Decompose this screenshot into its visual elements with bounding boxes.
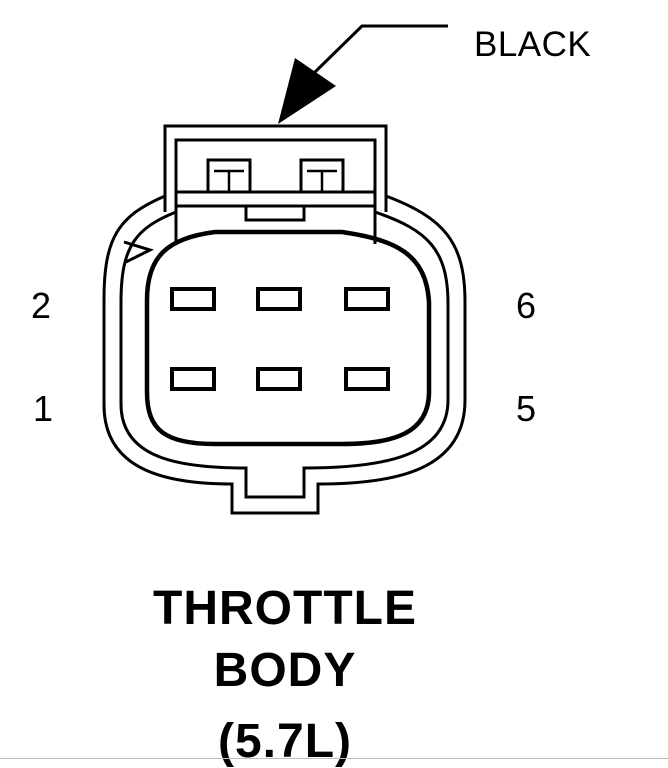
pin-terminal-1 (170, 367, 216, 391)
pin-terminal-5 (344, 367, 390, 391)
latch-housing-outer (163, 124, 388, 212)
pin-label-2: 2 (31, 285, 52, 326)
bottom-divider (0, 758, 668, 759)
connector-color-label: BLACK (474, 25, 592, 64)
connector-title-line-3: (5.7L) (217, 715, 352, 768)
callout-arrowhead (278, 58, 336, 124)
polarization-notch (123, 240, 155, 264)
pin-label-5: 5 (516, 388, 537, 429)
pin-terminal-6 (344, 287, 390, 311)
callout-leader-line (313, 24, 448, 74)
pin-cavity-face (144, 229, 432, 447)
pin-label-6: 6 (516, 285, 537, 326)
connector-body-outer (102, 194, 467, 515)
connector-body-inner (119, 210, 450, 499)
pin-terminal-2 (170, 287, 216, 311)
connector-title-line-2: BODY (213, 644, 357, 697)
pin-label-1: 1 (33, 388, 54, 429)
connector-title-line-1: THROTTLE (153, 582, 417, 635)
pin-terminal-3 (256, 367, 302, 391)
latch-center-slot (244, 204, 306, 222)
pin-terminal-4 (256, 287, 302, 311)
latch-base-bar (174, 190, 377, 208)
